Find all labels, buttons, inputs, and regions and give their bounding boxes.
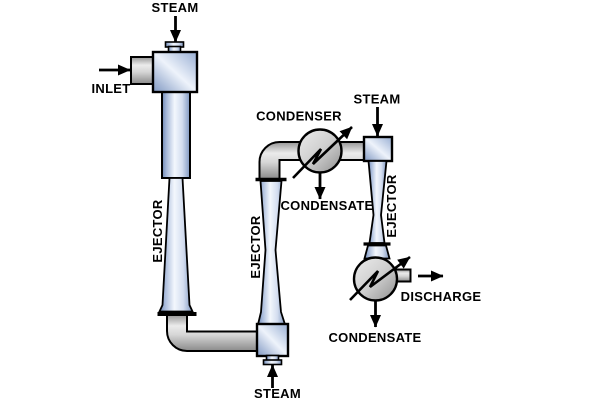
- discharge-label: DISCHARGE: [401, 289, 482, 304]
- ejector-1-label: EJECTOR: [150, 199, 165, 263]
- ejector-2-steam-chest: [255, 322, 290, 358]
- condenser-2-heat-exchange-arrow: [349, 255, 411, 301]
- ejector-1-suction-chamber: [161, 91, 191, 179]
- suction-elbow-pipe-1: [166, 314, 263, 352]
- steam-2-label: STEAM: [354, 92, 401, 107]
- ejector-2-label: EJECTOR: [248, 215, 263, 279]
- ejector-3-steam-chest: [362, 135, 394, 163]
- inlet-pipe-stub: [130, 56, 154, 85]
- condenser-1-heat-exchange-arrow: [292, 126, 353, 179]
- condensate-2-label: CONDENSATE: [328, 330, 421, 345]
- inlet-label: INLET: [91, 81, 130, 96]
- condenser-2-symbol: [352, 256, 399, 302]
- ejector-1-steam-chest: [151, 50, 199, 94]
- steam-1-label: STEAM: [152, 0, 199, 15]
- condenser-1-label: CONDENSER: [256, 109, 342, 124]
- ejector-2-steam-nozzle: [262, 359, 283, 366]
- steam-3-label: STEAM: [254, 386, 301, 400]
- condensate-1-label: CONDENSATE: [280, 198, 373, 213]
- ejector-3-outlet-flare: [363, 244, 391, 260]
- ejector-3-label: EJECTOR: [384, 174, 399, 238]
- ejector-1-diffuser-cone: [158, 177, 194, 313]
